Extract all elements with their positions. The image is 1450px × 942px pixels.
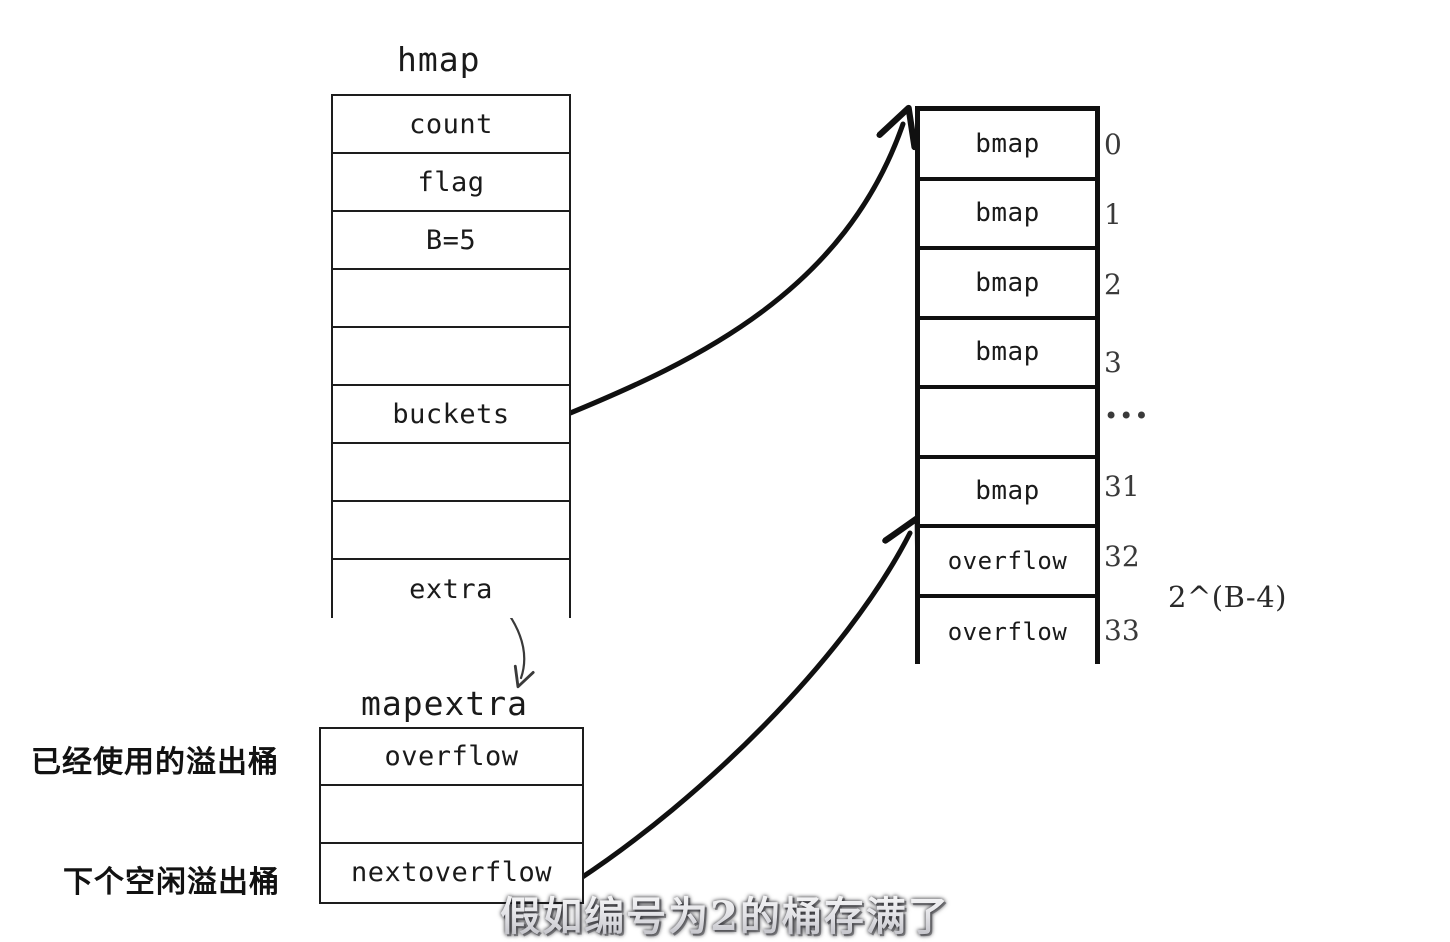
arrow-nextoverflow-to-overflow bbox=[575, 533, 910, 883]
hmap-row-buckets: buckets bbox=[333, 386, 569, 444]
arrow-buckets-to-bmap bbox=[560, 124, 903, 419]
bmap-index-column: 0 1 2 3 ••• 31 32 33 bbox=[1104, 106, 1224, 664]
mapextra-row-overflow: overflow bbox=[321, 729, 582, 787]
mapextra-row-empty bbox=[321, 786, 582, 844]
hmap-struct-table: count flag B=5 buckets extra bbox=[331, 94, 571, 618]
hmap-title: hmap bbox=[397, 40, 481, 79]
bmap-index-31: 31 bbox=[1104, 470, 1140, 503]
bmap-size-annotation: 2^(B-4) bbox=[1168, 580, 1287, 614]
hmap-row-empty-2 bbox=[333, 328, 569, 386]
mapextra-struct-table: overflow nextoverflow bbox=[319, 727, 584, 904]
hmap-row-flag: flag bbox=[333, 154, 569, 212]
diagram-canvas: hmap count flag B=5 buckets extra bmap b… bbox=[31, 40, 1287, 940]
bmap-cell-31: bmap bbox=[920, 458, 1095, 528]
mapextra-title: mapextra bbox=[361, 684, 528, 723]
bmap-index-1: 1 bbox=[1104, 198, 1122, 231]
bmap-cell-1: bmap bbox=[920, 180, 1095, 250]
bmap-index-3: 3 bbox=[1104, 346, 1122, 379]
bmap-index-32: 32 bbox=[1104, 540, 1140, 573]
hmap-row-empty-4 bbox=[333, 502, 569, 560]
hmap-row-count: count bbox=[333, 96, 569, 154]
hmap-row-b: B=5 bbox=[333, 212, 569, 270]
bmap-cell-2: bmap bbox=[920, 250, 1095, 320]
annotation-used-overflow-buckets: 已经使用的溢出桶 bbox=[31, 745, 279, 780]
hmap-row-extra: extra bbox=[333, 560, 569, 618]
bmap-index-33: 33 bbox=[1104, 614, 1140, 647]
annotation-next-free-overflow-bucket: 下个空闲溢出桶 bbox=[63, 865, 280, 900]
bmap-array-table: bmap bmap bmap bmap bmap overflow overfl… bbox=[915, 106, 1100, 667]
bmap-cell-33-overflow: overflow bbox=[920, 597, 1095, 667]
video-subtitle: 假如编号为2的桶存满了 bbox=[500, 884, 950, 942]
bmap-cell-3: bmap bbox=[920, 319, 1095, 389]
bmap-index-ellipsis: ••• bbox=[1104, 402, 1150, 430]
bmap-cell-32-overflow: overflow bbox=[920, 528, 1095, 598]
hmap-row-empty-1 bbox=[333, 270, 569, 328]
bmap-cell-0: bmap bbox=[920, 111, 1095, 181]
bmap-index-0: 0 bbox=[1104, 128, 1122, 161]
mapextra-row-nextoverflow: nextoverflow bbox=[321, 843, 582, 901]
bmap-index-2: 2 bbox=[1104, 268, 1122, 301]
bmap-cell-ellipsis bbox=[920, 389, 1095, 459]
hmap-row-empty-3 bbox=[333, 444, 569, 502]
